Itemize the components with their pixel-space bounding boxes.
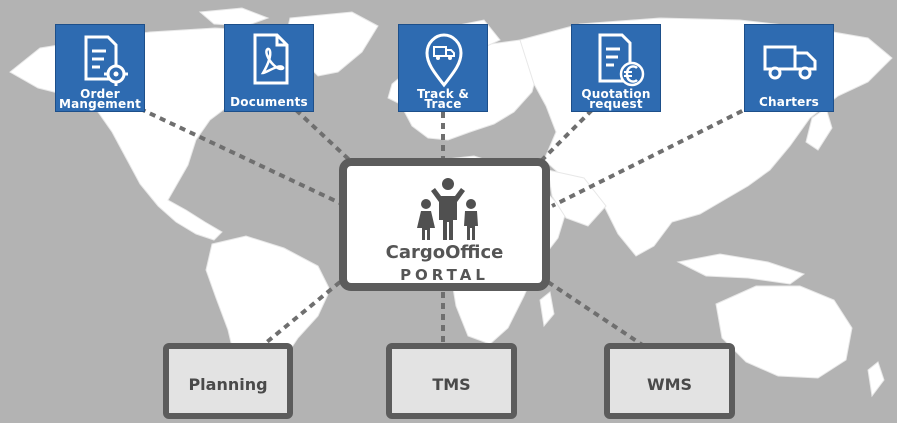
system-label-wms: WMS <box>646 375 693 394</box>
tile-charters[interactable]: Charters <box>744 24 834 112</box>
system-planning[interactable]: Planning <box>163 343 293 419</box>
tile-documents[interactable]: Documents <box>224 24 314 112</box>
portal-subtitle: PORTAL <box>400 266 489 284</box>
system-label-tms: TMS <box>432 375 471 394</box>
location-truck-icon <box>425 33 463 88</box>
tile-label-documents: Documents <box>230 95 308 109</box>
system-label-planning: Planning <box>188 375 268 394</box>
system-wms[interactable]: WMS <box>604 343 735 419</box>
connector-charters <box>551 104 753 208</box>
map-madagascar <box>539 291 555 328</box>
connector-planning <box>260 280 342 348</box>
cargooffice-portal[interactable]: CargoOffice PORTAL <box>339 158 550 291</box>
tile-quotation-request[interactable]: Quotation request <box>571 24 661 112</box>
map-arabia <box>547 169 607 227</box>
people-group-icon <box>417 178 478 240</box>
map-new-zealand <box>867 361 885 398</box>
truck-icon <box>763 45 817 80</box>
connector-wms <box>546 280 646 348</box>
map-arctic-islands <box>198 7 270 27</box>
tile-label-order-management: Order Mangement <box>58 87 142 111</box>
tile-label-track-trace: Track & Trace <box>416 87 470 111</box>
portal-brand: CargoOffice <box>385 242 504 263</box>
map-indonesia <box>676 253 806 285</box>
map-australia <box>715 285 853 379</box>
tile-order-management[interactable]: Order Mangement <box>55 24 145 112</box>
tile-label-charters: Charters <box>759 95 819 109</box>
tile-label-quotation-request: Quotation request <box>581 87 651 111</box>
connector-quotation <box>532 108 594 170</box>
order-settings-icon <box>84 35 128 86</box>
euro-document-icon <box>598 33 645 87</box>
tile-track-trace[interactable]: Track & Trace <box>398 24 488 112</box>
pdf-document-icon <box>253 33 289 85</box>
system-tms[interactable]: TMS <box>386 343 517 419</box>
connector-order-management <box>129 102 343 206</box>
